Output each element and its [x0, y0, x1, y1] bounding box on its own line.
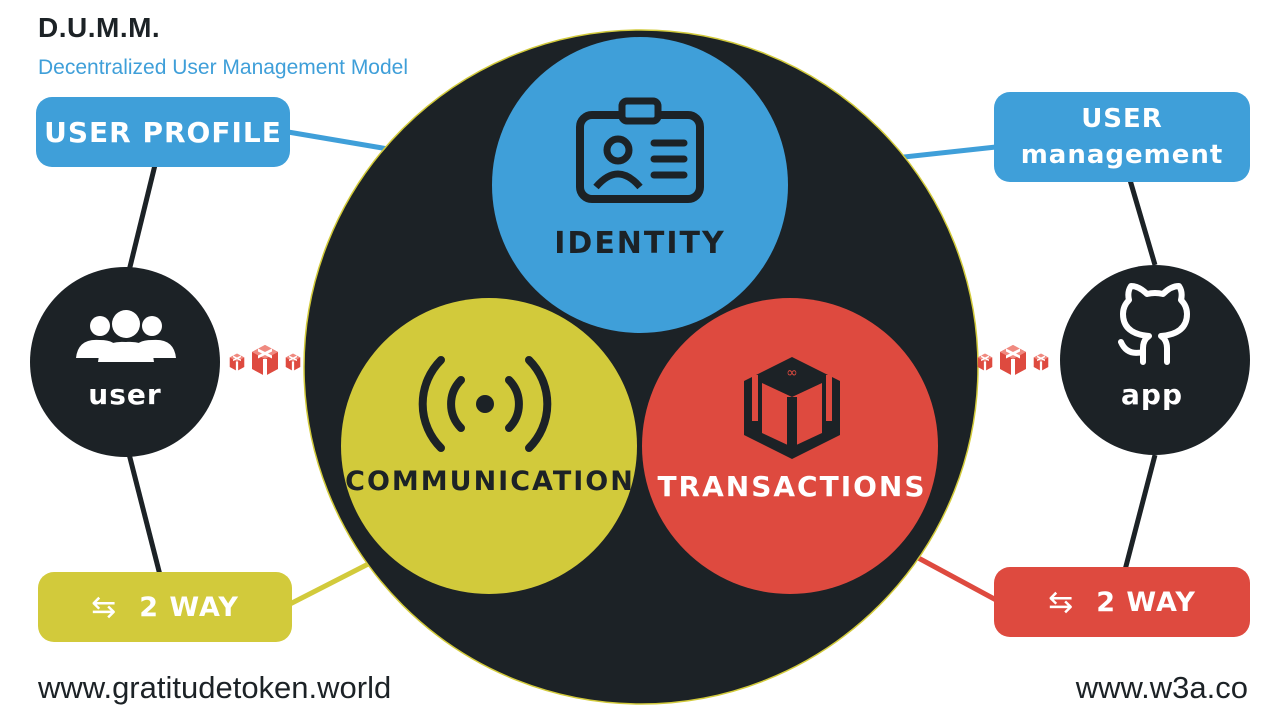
line-user-way: [125, 449, 163, 576]
token-icon: [252, 345, 278, 376]
line-profile-user: [125, 164, 158, 276]
broadcast-icon: [418, 356, 552, 452]
communication-label: COMMUNICATION: [345, 466, 635, 497]
token-icon: [977, 353, 993, 371]
two-way-label-right: 2 WAY: [1096, 586, 1196, 618]
line-app-way: [1122, 454, 1158, 571]
token-icon: [229, 353, 245, 371]
svg-text:∞: ∞: [786, 365, 798, 381]
diagram-title: D.U.M.M.: [38, 12, 161, 43]
app-node: [1060, 265, 1250, 455]
github-icon: [1118, 283, 1190, 365]
two-way-label-left: 2 WAY: [139, 591, 239, 623]
swap-arrows-icon: ⇆: [1048, 584, 1075, 620]
user-profile-label: USER PROFILE: [44, 115, 282, 149]
user-management-line2: management: [1020, 140, 1224, 170]
token-icon: [285, 353, 301, 371]
diagram-subtitle: Decentralized User Management Model: [38, 56, 409, 79]
line-mgmt-app: [1127, 179, 1158, 266]
gift-box-icon: ∞: [744, 357, 840, 459]
user-node-label: user: [88, 378, 162, 411]
two-way-pill-left: ⇆ 2 WAY: [38, 572, 292, 642]
app-node-label: app: [1121, 378, 1183, 411]
id-badge-icon: [576, 97, 704, 203]
user-management-line1: USER: [1081, 104, 1163, 134]
token-icon: [1033, 353, 1049, 371]
line-comm-way: [288, 554, 384, 607]
user-profile-pill: USER PROFILE: [36, 97, 290, 167]
users-icon: [76, 310, 176, 362]
swap-arrows-icon: ⇆: [91, 589, 118, 625]
token-icon: [1000, 345, 1026, 376]
user-management-pill: USER management: [994, 92, 1250, 182]
identity-label: IDENTITY: [554, 226, 726, 261]
communication-circle: [341, 298, 637, 594]
footer-url-left: www.gratitudetoken.world: [38, 670, 392, 705]
footer-url-right: www.w3a.co: [1075, 670, 1248, 705]
transactions-label: TRANSACTIONS: [657, 470, 927, 503]
two-way-pill-right: ⇆ 2 WAY: [994, 567, 1250, 637]
